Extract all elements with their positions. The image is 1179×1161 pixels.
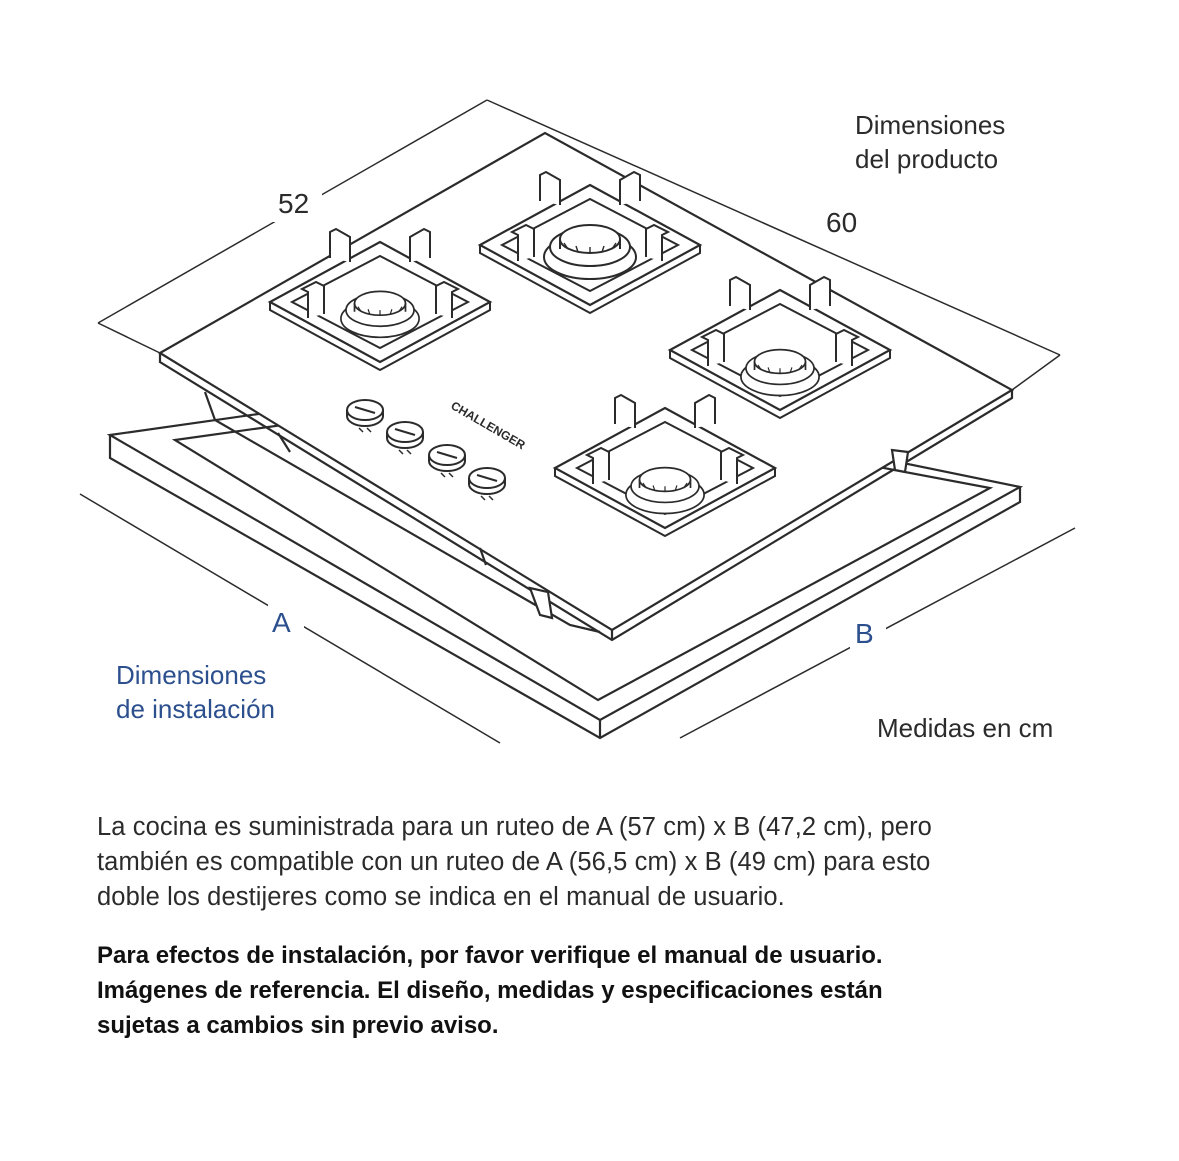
install-dims-title-1: Dimensiones: [116, 660, 266, 690]
cooktop-plate: [157, 131, 1015, 642]
installation-note: La cocina es suministrada para un ruteo …: [97, 810, 1087, 915]
install-dims-title-2: de instalación: [116, 694, 275, 724]
disclaimer: Para efectos de instalación, por favor v…: [97, 938, 1087, 1043]
product-dims-title-2: del producto: [855, 144, 998, 174]
note-line: doble los destijeres como se indica en e…: [97, 883, 785, 911]
disclaimer-line: sujetas a cambios sin previo aviso.: [97, 1012, 499, 1039]
note-line: también es compatible con un ruteo de A …: [97, 848, 931, 876]
units-label: Medidas en cm: [877, 713, 1053, 743]
note-line: La cocina es suministrada para un ruteo …: [97, 813, 932, 841]
disclaimer-line: Imágenes de referencia. El diseño, medid…: [97, 977, 883, 1004]
cooktop-dimension-diagram: CHALLENGER 52 60 A B Dimensiones del pro…: [79, 99, 1076, 744]
dim-depth-label: 52: [278, 188, 309, 219]
disclaimer-line: Para efectos de instalación, por favor v…: [97, 942, 883, 969]
cutout-b-label: B: [855, 618, 874, 649]
cutout-a-label: A: [272, 607, 291, 638]
product-dims-title-1: Dimensiones: [855, 110, 1005, 140]
dim-width-label: 60: [826, 207, 857, 238]
